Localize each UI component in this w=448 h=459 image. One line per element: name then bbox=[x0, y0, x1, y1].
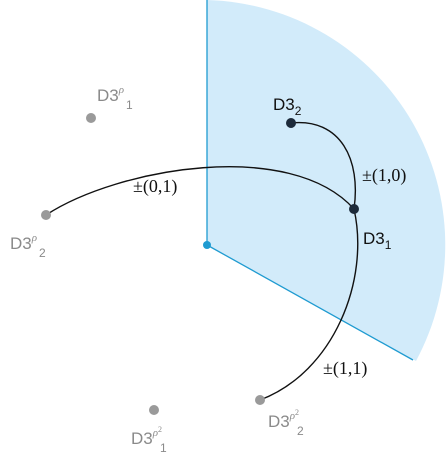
label-d3-rho2-2: D3ρ2 2 bbox=[268, 408, 304, 438]
node-d3-2 bbox=[286, 118, 296, 128]
label-d3-1: D31 bbox=[363, 229, 392, 252]
label-d3-rho2-2-supsup: 2 bbox=[295, 408, 299, 417]
node-d3-rho-2 bbox=[41, 210, 51, 220]
label-d3-rho2-1-sup: ρ bbox=[152, 427, 158, 439]
label-d3-rho-2-base: D3 bbox=[10, 234, 32, 253]
label-d3-rho2-2-sup: ρ bbox=[289, 410, 295, 422]
node-d3-1 bbox=[349, 204, 359, 214]
label-d3-rho-2-sub: 2 bbox=[39, 246, 46, 260]
label-d3-rho-2: D3ρ2 bbox=[10, 232, 46, 260]
label-d3-rho-1-sup: ρ bbox=[118, 84, 124, 96]
label-d3-rho2-2-base: D3 bbox=[268, 412, 290, 431]
curve-d3-1-to-d3-rho2-2 bbox=[259, 208, 359, 401]
label-d3-rho2-1-supsup: 2 bbox=[158, 425, 162, 434]
edge-label-pm-0-1: ±(0,1) bbox=[133, 176, 177, 197]
label-d3-rho2-2-sub: 2 bbox=[297, 424, 304, 438]
label-d3-1-sub: 1 bbox=[385, 238, 392, 252]
label-d3-rho-1-base: D3 bbox=[97, 86, 119, 105]
label-d3-rho2-1-base: D3 bbox=[131, 429, 153, 448]
label-d3-rho-1: D3ρ1 bbox=[97, 84, 133, 112]
label-d3-rho-2-sup: ρ bbox=[31, 232, 37, 244]
edge-label-pm-1-1: ±(1,1) bbox=[323, 358, 367, 379]
label-d3-rho2-1: D3ρ2 1 bbox=[131, 425, 167, 455]
node-d3-rho2-1 bbox=[149, 405, 159, 415]
edge-label-pm-1-0: ±(1,0) bbox=[362, 165, 406, 186]
fundamental-region bbox=[207, 0, 446, 361]
label-d3-2: D32 bbox=[273, 95, 302, 118]
curve-d3-rho2-to-d3-1 bbox=[45, 166, 355, 216]
curve-d3-2-to-d3-1 bbox=[290, 121, 357, 210]
label-d3-rho-1-sub: 1 bbox=[126, 98, 133, 112]
label-d3-2-sub: 2 bbox=[295, 104, 302, 118]
node-d3-rho-1 bbox=[86, 113, 96, 123]
label-d3-1-base: D3 bbox=[363, 229, 385, 248]
origin-point bbox=[203, 241, 211, 249]
node-d3-rho2-2 bbox=[255, 395, 265, 405]
label-d3-2-base: D3 bbox=[273, 95, 295, 114]
label-d3-rho2-1-sub: 1 bbox=[160, 441, 167, 455]
region-edge-diagonal bbox=[206, 244, 414, 361]
